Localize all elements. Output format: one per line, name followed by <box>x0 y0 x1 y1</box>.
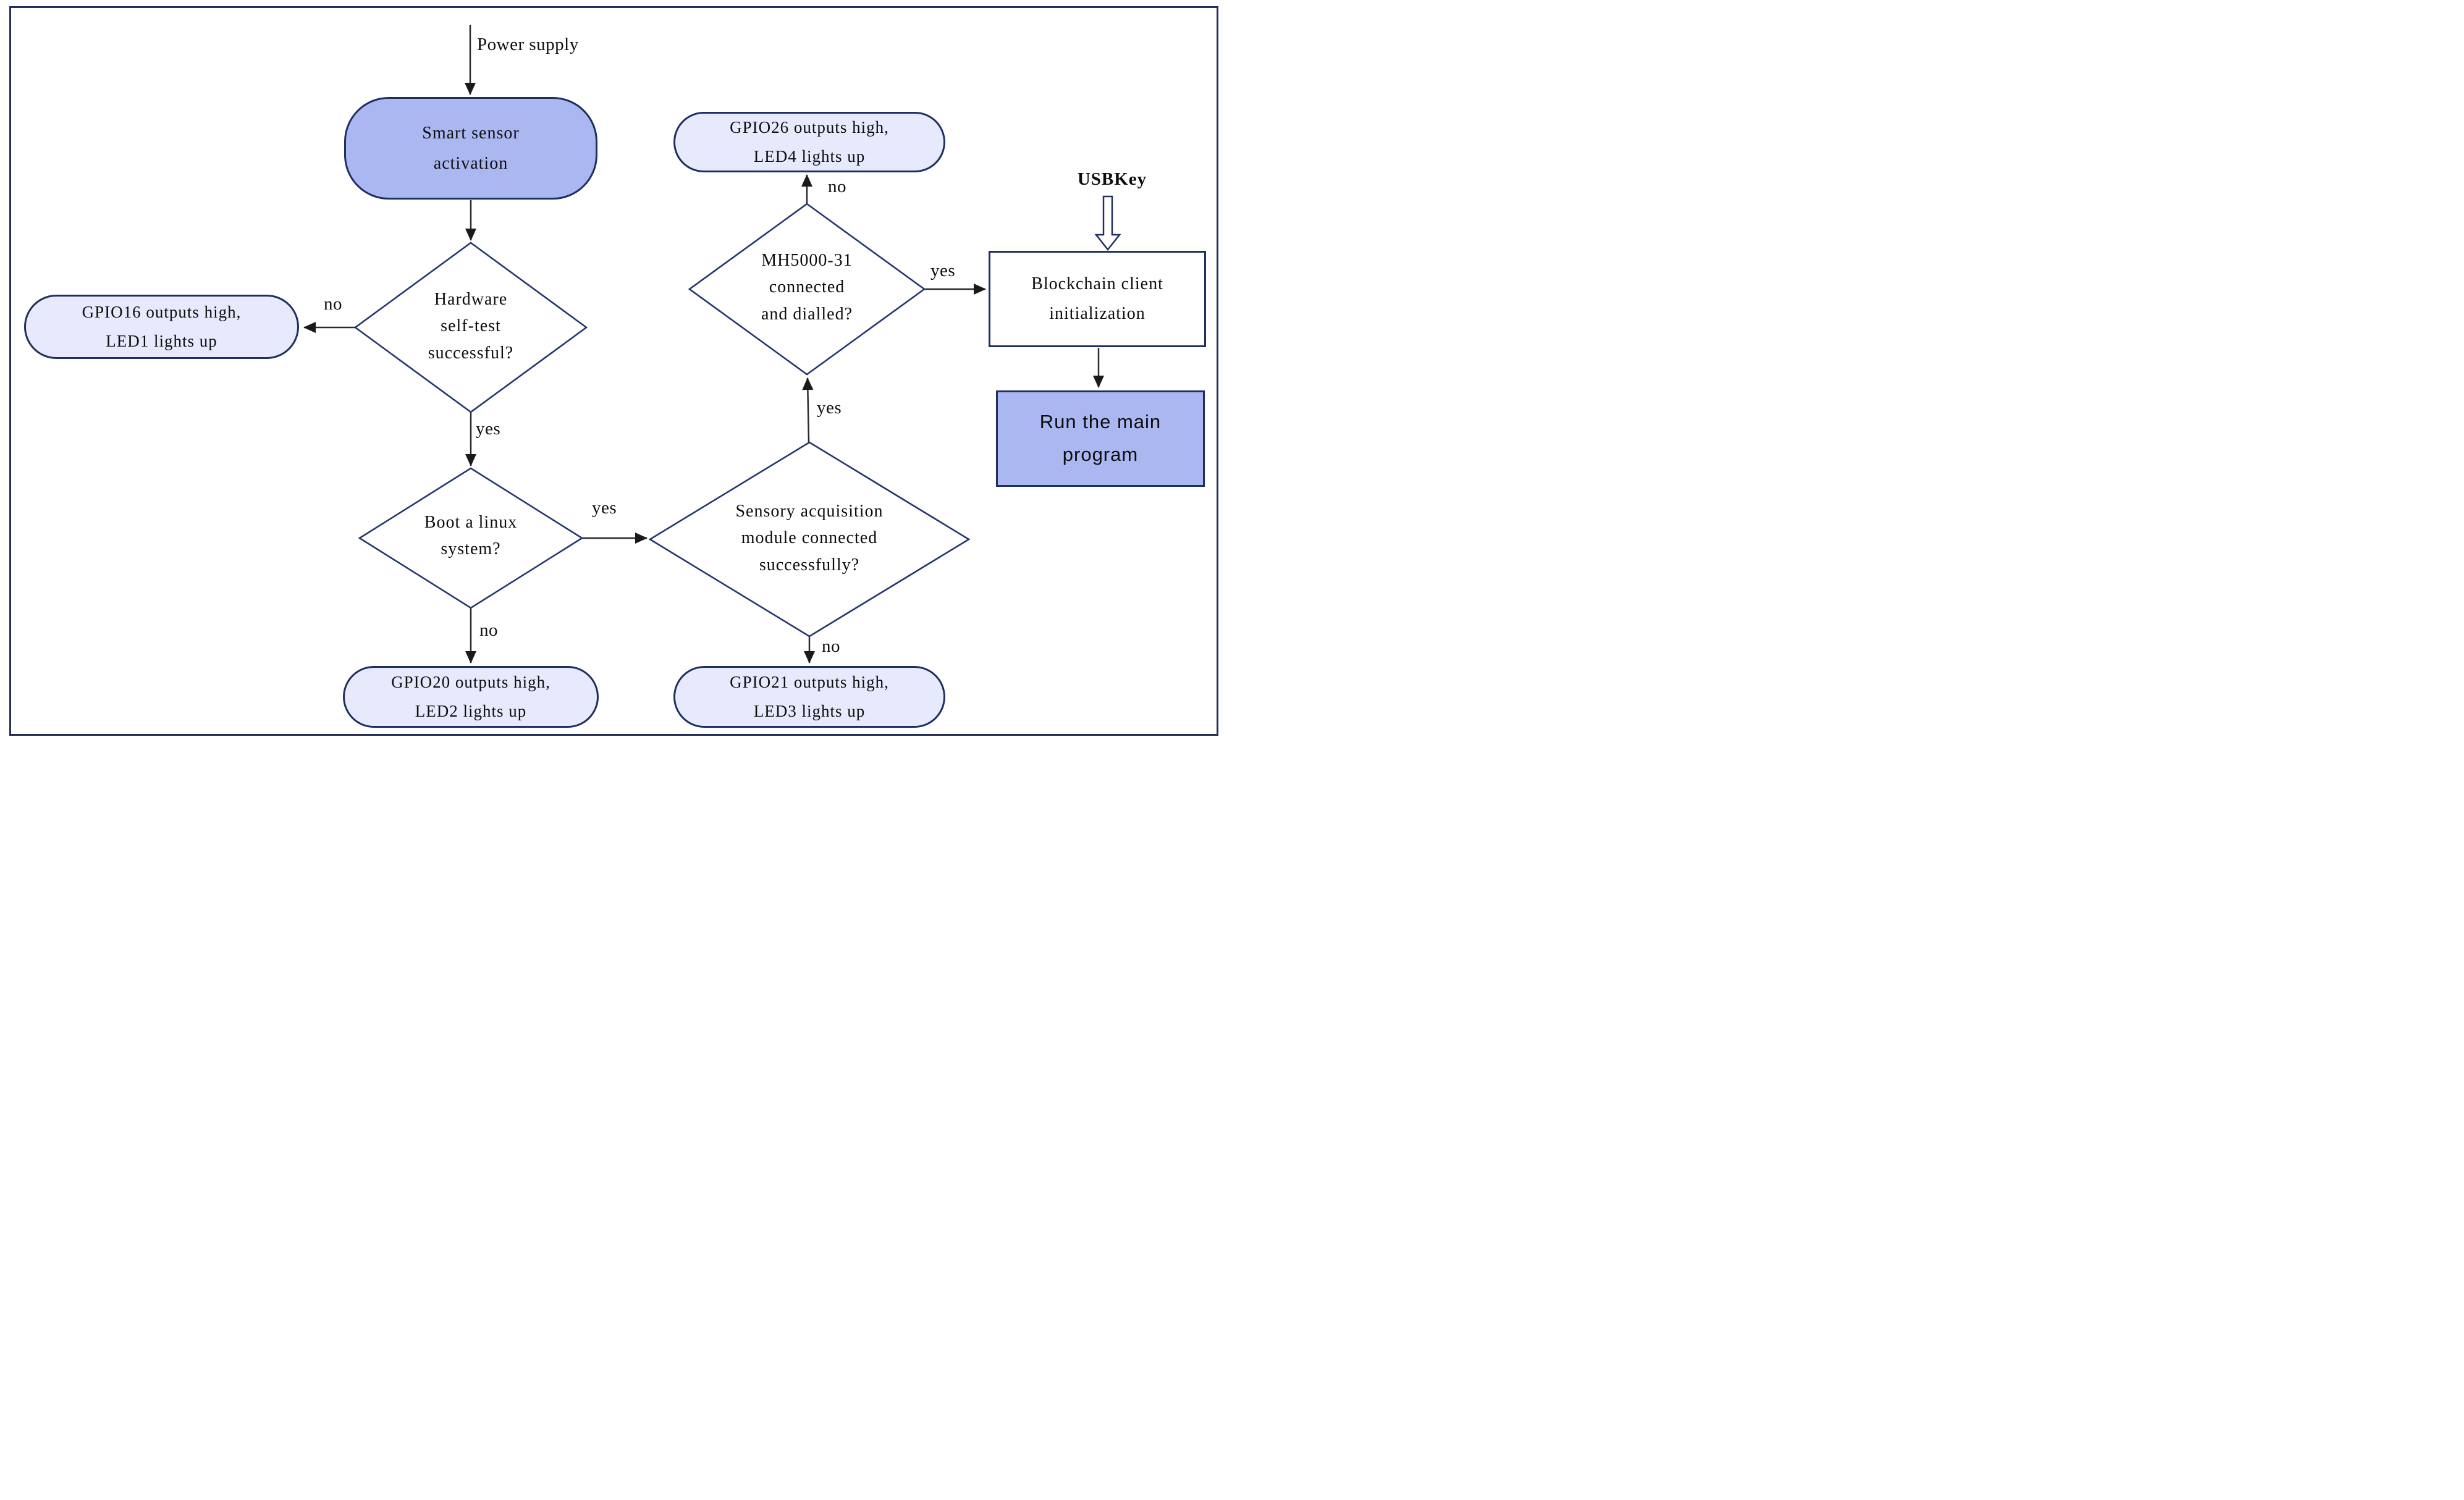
decision-boot-linux-label: Boot a linux system? <box>424 513 518 559</box>
node-gpio16-led1-label: GPIO16 outputs high, LED1 lights up <box>82 302 242 350</box>
node-blockchain-client-init: Blockchain client initialization <box>989 251 1206 347</box>
decision-hardware-shape <box>353 242 588 413</box>
edge-label-mh5000-yes: yes <box>930 261 956 280</box>
edge-label-mh5000-no: no <box>828 177 846 196</box>
node-blockchain-client-init-label: Blockchain client initialization <box>1031 274 1163 323</box>
decision-sensory-shape <box>648 441 971 638</box>
decision-sensory-label: Sensory acquisition module connected suc… <box>735 502 884 575</box>
edge-label-boot-yes: yes <box>592 498 617 518</box>
decision-boot-linux-shape <box>358 467 584 609</box>
node-gpio26-led4: GPIO26 outputs high, LED4 lights up <box>673 112 945 172</box>
edge-label-hardware-yes: yes <box>476 419 501 439</box>
node-gpio20-led2: GPIO20 outputs high, LED2 lights up <box>343 666 599 728</box>
decision-mh5000-label: MH5000-31 connected and dialled? <box>761 251 853 324</box>
usbkey-hollow-arrow-icon <box>1094 195 1121 251</box>
diagram-frame <box>9 6 1218 736</box>
decision-hardware-label: Hardware self-test successful? <box>428 290 514 363</box>
node-run-main-program-label: Run the main program <box>1039 411 1162 465</box>
node-gpio16-led1: GPIO16 outputs high, LED1 lights up <box>24 295 299 359</box>
node-gpio21-led3-label: GPIO21 outputs high, LED3 lights up <box>730 672 889 720</box>
decision-mh5000-shape <box>688 203 926 376</box>
edge-label-boot-no: no <box>479 620 498 640</box>
usbkey-label: USBKey <box>1077 169 1147 189</box>
edge-label-power-supply: Power supply <box>477 35 579 54</box>
node-smart-sensor-activation: Smart sensor activation <box>344 97 597 200</box>
edge-label-sensory-no: no <box>822 636 840 656</box>
connector-layer <box>303 25 1121 664</box>
edge-label-hardware-no: no <box>324 294 342 314</box>
node-gpio20-led2-label: GPIO20 outputs high, LED2 lights up <box>391 672 551 720</box>
flowchart-canvas: Smart sensor activation GPIO16 outputs h… <box>0 0 1232 750</box>
edge-label-sensory-yes: yes <box>817 398 842 418</box>
node-run-main-program: Run the main program <box>996 390 1205 487</box>
edge-sensory-yes-to-mh5000 <box>802 377 814 443</box>
node-smart-sensor-activation-label: Smart sensor activation <box>422 124 520 173</box>
node-gpio21-led3: GPIO21 outputs high, LED3 lights up <box>673 666 945 728</box>
node-gpio26-led4-label: GPIO26 outputs high, LED4 lights up <box>730 117 889 166</box>
